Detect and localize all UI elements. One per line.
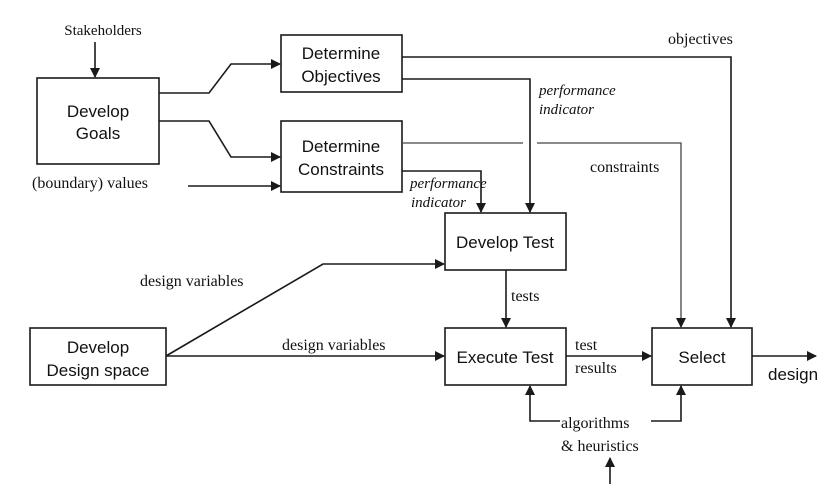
box-determine-constraints-line2: Constraints [298, 160, 384, 179]
box-develop-goals-line1: Develop [67, 102, 129, 121]
label-constraints: constraints [590, 159, 659, 176]
arrow-goals-to-objectives [159, 59, 281, 94]
label-boundary-values: (boundary) values [32, 175, 148, 192]
arrow-objectives-to-select [402, 56, 736, 328]
box-select: Select [651, 327, 753, 386]
arrow-goals-to-constraints [159, 120, 281, 162]
label-algorithms-line2: & heuristics [561, 438, 639, 455]
label-performance-indicator-2-line2: indicator [411, 195, 466, 211]
label-design-variables-lower: design variables [282, 337, 386, 354]
arrow-design-space-to-develop-test [165, 259, 445, 357]
label-stakeholders: Stakeholders [64, 23, 142, 39]
label-design-output: design [768, 365, 818, 384]
label-design-variables-upper: design variables [140, 273, 244, 290]
box-select-label: Select [678, 348, 726, 367]
box-develop-goals-line2: Goals [76, 124, 120, 143]
box-determine-objectives-line2: Objectives [301, 67, 380, 86]
label-performance-indicator-2-line1: performance [409, 176, 487, 192]
box-execute-test: Execute Test [444, 327, 567, 386]
box-determine-constraints: Determine Constraints [280, 120, 403, 193]
box-execute-test-label: Execute Test [456, 348, 553, 367]
box-develop-design-space: Develop Design space [29, 327, 167, 386]
arrow-constraints-to-develop-test [402, 170, 486, 213]
label-test-results-line2: results [575, 360, 617, 377]
label-objectives: objectives [668, 31, 733, 48]
box-determine-objectives-line1: Determine [302, 44, 380, 63]
arrow-constraints-to-select [537, 142, 686, 328]
arrow-objectives-to-develop-test [402, 78, 535, 213]
label-performance-indicator-1-line1: performance [538, 83, 616, 99]
box-develop-design-space-line2: Design space [46, 361, 149, 380]
arrow-algorithms-to-select [651, 385, 686, 422]
box-develop-test: Develop Test [444, 212, 567, 271]
label-test-results-line1: test [575, 337, 598, 354]
label-algorithms-line1: algorithms [561, 415, 629, 432]
box-determine-constraints-line1: Determine [302, 137, 380, 156]
box-develop-test-label: Develop Test [456, 233, 554, 252]
label-tests: tests [511, 288, 539, 305]
box-determine-objectives: Determine Objectives [280, 34, 403, 93]
arrow-algorithms-to-execute-test [525, 385, 560, 422]
box-develop-design-space-line1: Develop [67, 338, 129, 357]
box-develop-goals: Develop Goals [36, 77, 160, 165]
label-performance-indicator-1-line2: indicator [539, 102, 594, 118]
